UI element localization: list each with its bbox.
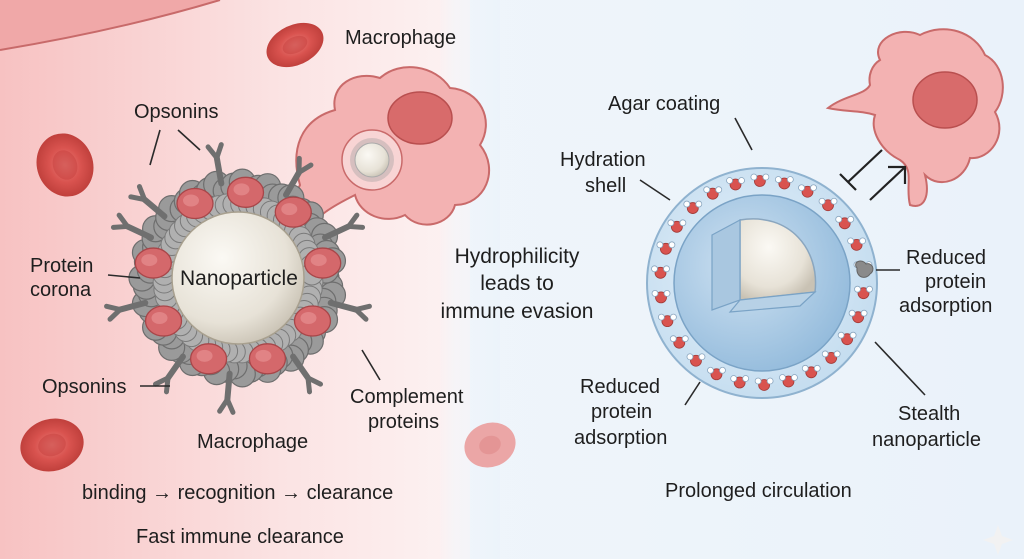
process-caption: binding → recognition → clearance <box>82 482 393 504</box>
red-blood-cell <box>36 133 94 197</box>
reduced-adsorption-left-line2: protein <box>591 401 652 423</box>
complement-proteins-label-line1: Complement <box>350 386 464 408</box>
reduced-adsorption-left-line3: adsorption <box>574 427 667 449</box>
repulsion-arrows <box>839 149 907 201</box>
reduced-adsorption-left-line1: Reduced <box>580 376 660 398</box>
nanoparticle-label: Nanoparticle <box>180 267 298 290</box>
red-blood-cell <box>266 22 324 68</box>
opsonized-nanoparticle <box>104 142 372 415</box>
center-message-line2: leads to <box>480 272 554 295</box>
reduced-adsorption-right-line3: adsorption <box>899 295 992 317</box>
stealth-nanoparticle <box>646 167 878 399</box>
reduced-adsorption-right-line1: Reduced <box>906 247 986 269</box>
hydration-shell-label-line1: Hydration <box>560 149 646 171</box>
macrophage-top-label: Macrophage <box>345 27 456 49</box>
repelled-protein <box>855 260 874 278</box>
protein-corona-label-line1: Protein <box>30 255 93 277</box>
opsonins-bottom-label: Opsonins <box>42 376 127 398</box>
hydration-shell-label-line2: shell <box>585 175 626 197</box>
complement-proteins-label-line2: proteins <box>368 411 439 433</box>
protein-corona-label-line2: corona <box>30 279 92 301</box>
opsonins-top-label: Opsonins <box>134 101 219 123</box>
macrophage-right <box>825 28 1004 207</box>
red-blood-cell <box>20 418 84 472</box>
left-panel-caption: Fast immune clearance <box>136 526 344 548</box>
center-message-line3: immune evasion <box>441 300 594 323</box>
stealth-label-line1: Stealth <box>898 403 960 425</box>
stealth-label-line2: nanoparticle <box>872 429 981 451</box>
center-message-line1: Hydrophilicity <box>455 245 580 268</box>
sparkle-icon <box>983 525 1013 555</box>
reduced-adsorption-right-line2: protein <box>925 271 986 293</box>
red-blood-cell <box>464 422 516 468</box>
agar-coating-label: Agar coating <box>608 93 720 115</box>
right-panel-caption: Prolonged circulation <box>665 480 852 502</box>
vessel-wall <box>0 0 220 50</box>
macrophage-bottom-label: Macrophage <box>197 431 308 453</box>
